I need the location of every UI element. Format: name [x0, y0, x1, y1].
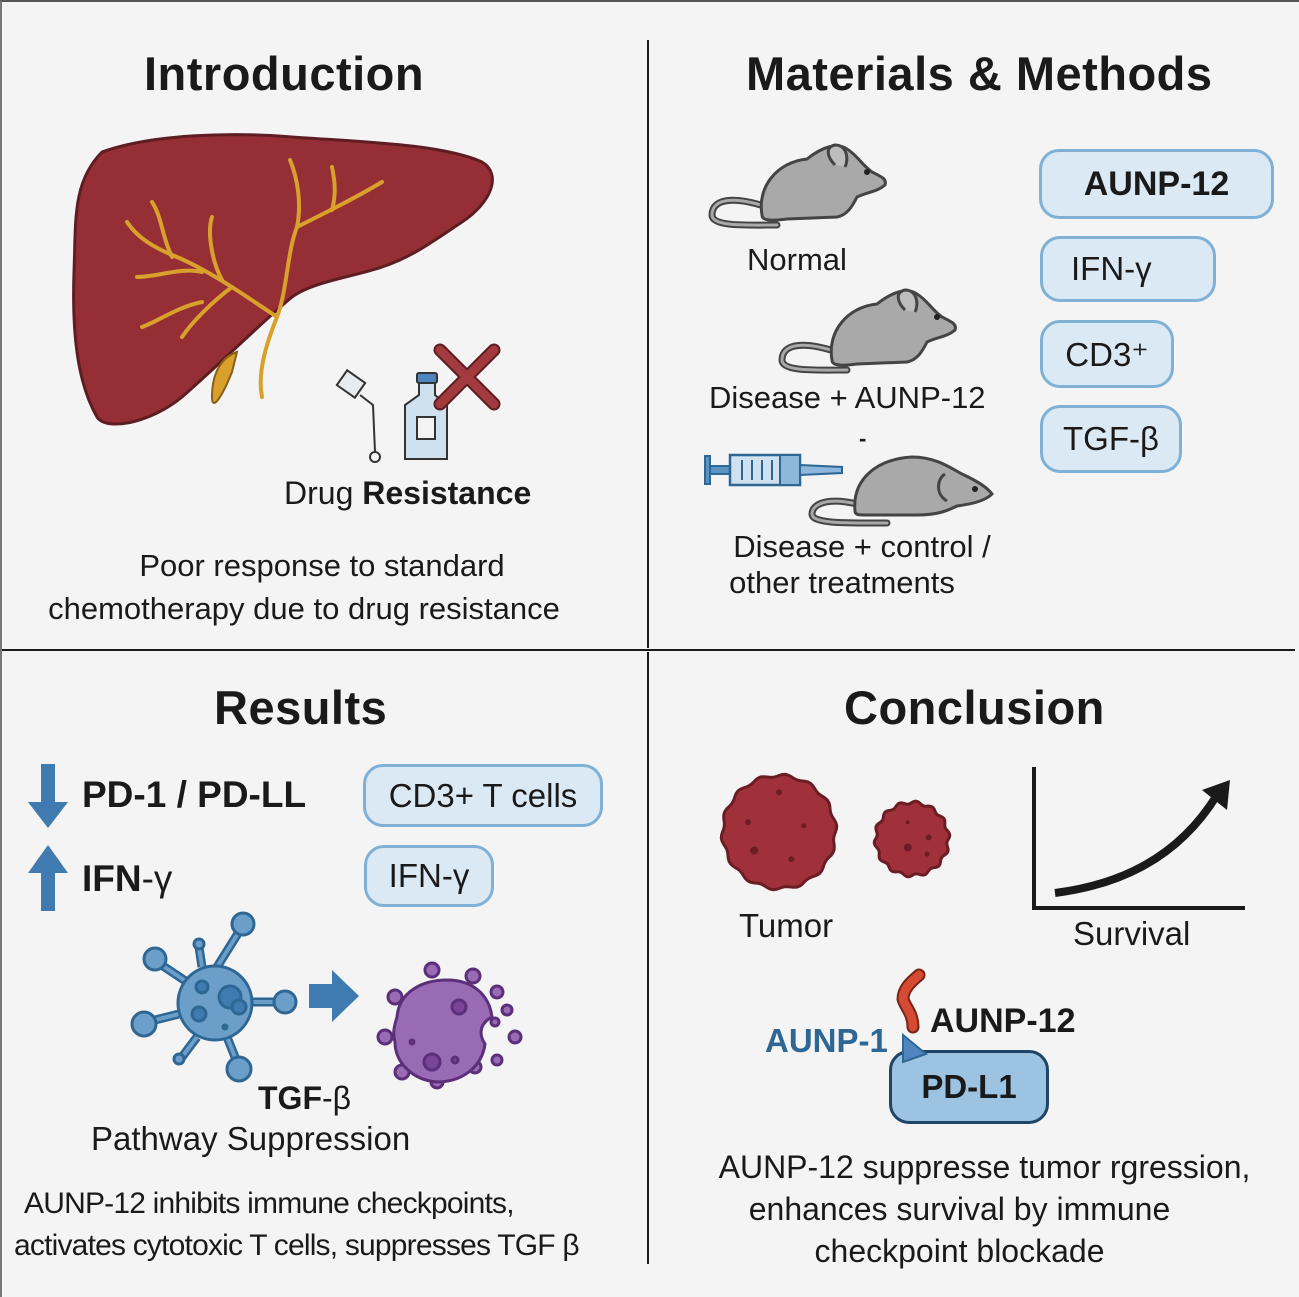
mouse-icon	[808, 455, 994, 527]
arrow-up-icon	[28, 845, 68, 911]
t-cell-icon	[130, 911, 298, 1083]
tumor-spot	[750, 846, 759, 855]
tumor-spot	[903, 843, 912, 852]
tgf-bold: TGF	[258, 1080, 322, 1116]
horizontal-divider	[2, 649, 1295, 651]
tumor-spot	[924, 851, 930, 857]
tgf-beta-label: TGF-β	[258, 1080, 351, 1117]
tumor-body	[719, 772, 839, 892]
conclusion-description: AUNP-12 suppresse tumor rgression, enhan…	[662, 1146, 1299, 1272]
survival-chart-icon	[1032, 767, 1245, 910]
pd1-pdll-label: PD-1 / PD-LL	[82, 774, 307, 815]
results-description-line1: AUNP-12 inhibits immune checkpoints,	[24, 1187, 515, 1220]
pill-ifn-gamma: IFN-γ	[364, 845, 494, 907]
group-normal-label: Normal	[747, 242, 847, 277]
aunp-black-label: AUNP-12	[930, 1002, 1076, 1040]
right-arrow-icon	[309, 970, 359, 1022]
tgf-beta-suffix: -β	[321, 1080, 352, 1116]
group-disease-control-line2: other treatments	[729, 565, 955, 600]
aunp-blue-label: AUNP-1	[765, 1022, 888, 1059]
conclusion-description-line1: AUNP-12 suppresse tumor rgression,	[718, 1149, 1251, 1185]
pathway-suppression-label: Pathway Suppression	[91, 1120, 411, 1157]
results-title: Results	[214, 681, 388, 734]
vertical-divider-top	[647, 40, 649, 648]
liver-icon	[72, 133, 494, 426]
conclusion-title: Conclusion	[844, 681, 1105, 734]
dash-mark: -	[859, 426, 867, 451]
marker-pill-aunp12: AUNP-12	[1039, 149, 1274, 219]
drug-resistance-label: Drug Resistance	[284, 475, 531, 512]
marker-pill-cd3: CD3⁺	[1040, 320, 1174, 388]
conclusion-description-line2: enhances survival by immune	[748, 1191, 1171, 1227]
marker-pill-tgf-beta: TGF-β	[1040, 405, 1182, 473]
binding-triangle-icon	[902, 1032, 929, 1064]
ifn-gamma-suffix: -γ	[141, 858, 173, 899]
tumor-cell-icon	[376, 961, 523, 1090]
tumor-label: Tumor	[739, 907, 834, 944]
arrow-down-icon	[28, 764, 68, 828]
pdl1-box: PD-L1	[889, 1050, 1049, 1124]
small-tumor-icon	[872, 799, 952, 879]
introduction-description-line1: Poor response to standard	[139, 548, 505, 583]
conclusion-description-line3: checkpoint blockade	[814, 1233, 1105, 1269]
tumor-spot	[925, 834, 932, 841]
survival-label: Survival	[1073, 915, 1191, 952]
introduction-description-line2: chemotherapy due to drug resistance	[48, 591, 560, 626]
mouse-icon	[708, 143, 887, 229]
marker-pill-ifn-gamma: IFN-γ	[1040, 236, 1216, 302]
drug-label-regular: Drug	[284, 475, 363, 511]
large-tumor-icon	[719, 772, 839, 892]
mouse-icon	[778, 288, 957, 374]
tumor-spot	[788, 856, 795, 863]
introduction-description: Poor response to standard chemotherapy d…	[2, 544, 622, 630]
aunp12-peptide-icon	[896, 968, 926, 1034]
tumor-spot	[776, 789, 782, 796]
results-description-line2: activates cytotoxic T cells, suppresses …	[14, 1229, 580, 1262]
group-disease-control-label: Disease + control / other treatments	[702, 529, 1022, 601]
vertical-divider-bottom	[647, 652, 649, 1264]
tumor-body	[872, 799, 952, 879]
ifn-bold: IFN	[82, 858, 142, 899]
tumor-spot	[801, 823, 807, 829]
results-description: AUNP-12 inhibits immune checkpoints, act…	[14, 1183, 580, 1267]
syringe-icon	[704, 453, 843, 487]
pill-cd3-t-cells: CD3+ T cells	[363, 764, 603, 827]
ifn-gamma-label: IFN-γ	[82, 858, 172, 900]
tumor-spot	[905, 820, 910, 825]
x-mark-icon	[433, 343, 501, 411]
tumor-spot	[745, 819, 751, 826]
methods-title: Materials & Methods	[746, 47, 1213, 100]
group-disease-aunp-label: Disease + AUNP-12	[709, 380, 986, 415]
group-disease-control-line1: Disease + control /	[733, 529, 991, 564]
drug-label-bold: Resistance	[362, 475, 532, 511]
introduction-title: Introduction	[144, 47, 425, 100]
